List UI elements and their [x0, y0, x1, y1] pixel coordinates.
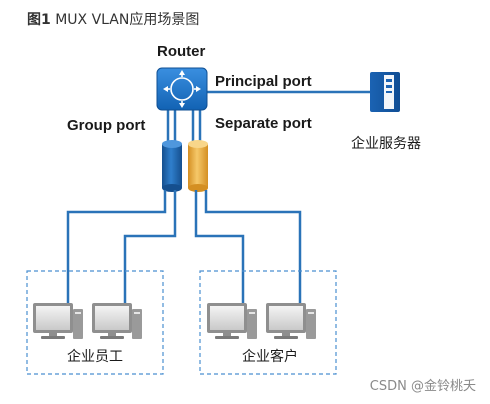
figure-number: 图1	[27, 12, 51, 28]
customer-group-label: 企业客户	[242, 349, 298, 365]
customer-pc-2-icon	[266, 303, 316, 339]
router-label: Router	[157, 43, 206, 60]
access-links	[66, 190, 302, 304]
watermark: CSDN @金铃桃夭	[369, 379, 476, 394]
separate-port-label: Separate port	[215, 115, 312, 132]
employee-pc-2-icon	[92, 303, 142, 339]
router-uplinks	[166, 108, 202, 143]
server-label: 企业服务器	[351, 136, 421, 152]
group-port-cylinder	[162, 140, 182, 192]
principal-port-label: Principal port	[215, 73, 312, 90]
customer-pc-1-icon	[207, 303, 257, 339]
figure-title: MUX VLAN应用场景图	[55, 12, 200, 28]
employee-pc-1-icon	[33, 303, 83, 339]
router-icon	[156, 67, 208, 111]
group-port-label: Group port	[67, 117, 146, 134]
employee-group-label: 企业员工	[67, 349, 123, 365]
figure-caption: 图1 MUX VLAN应用场景图	[27, 9, 199, 29]
separate-port-cylinder	[188, 140, 208, 192]
server-icon	[370, 72, 400, 112]
